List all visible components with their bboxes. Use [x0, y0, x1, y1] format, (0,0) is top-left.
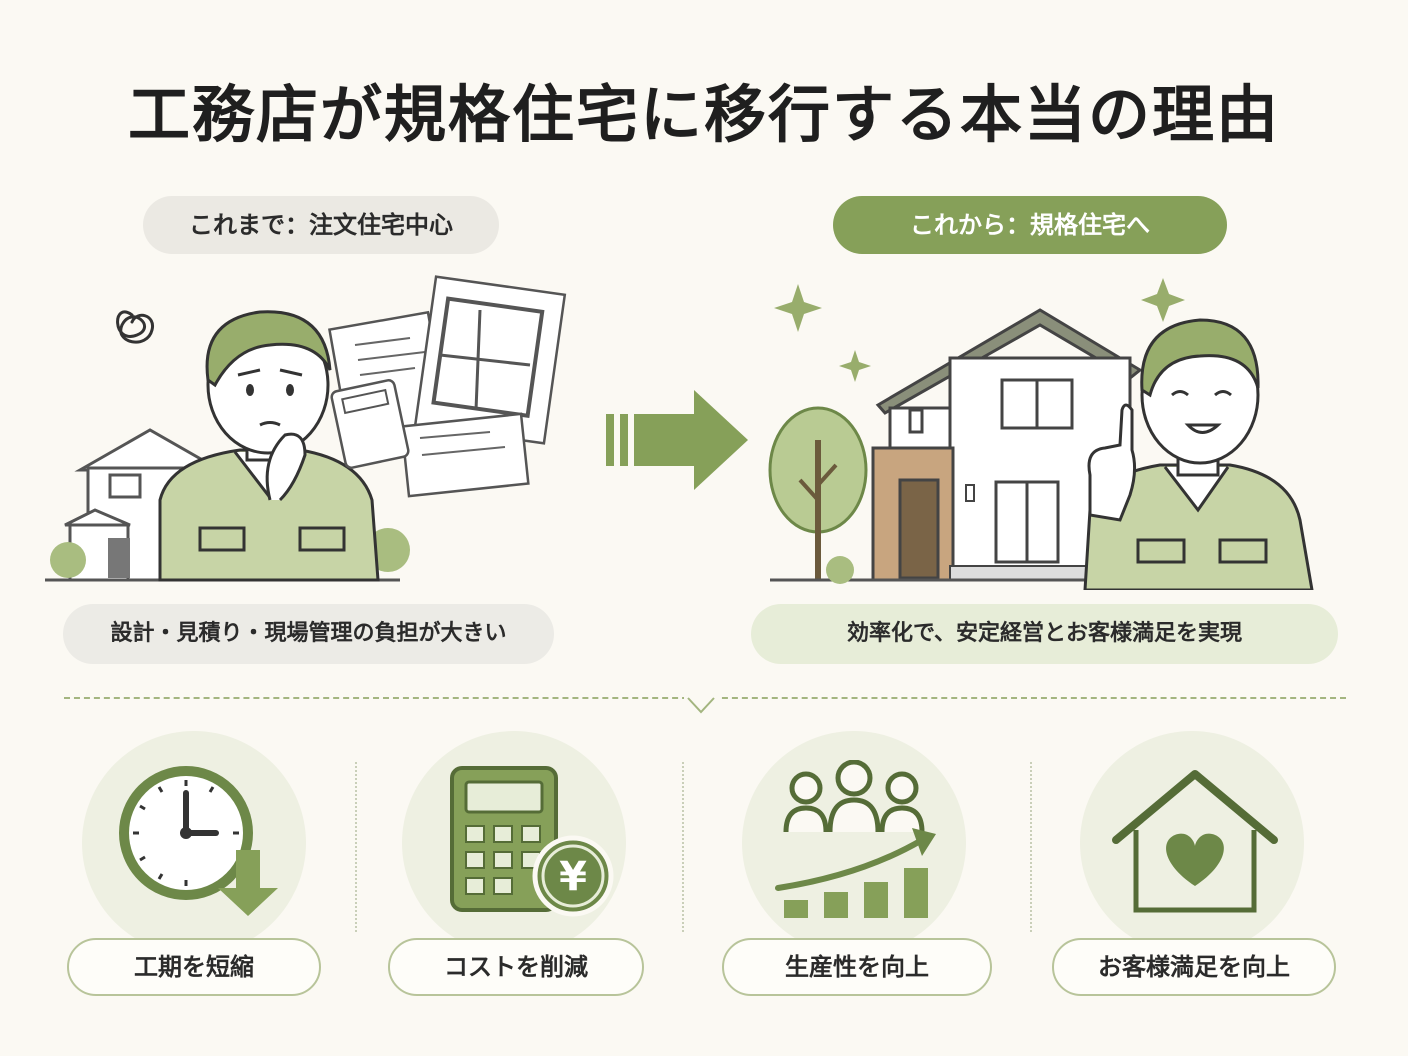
- worried-builder-illustration: [45, 275, 567, 582]
- confident-builder-illustration: [768, 278, 1314, 590]
- calculator-yen-icon: ¥: [450, 766, 614, 917]
- clock-down-icon: [119, 766, 278, 916]
- sparkle-icon: [1141, 278, 1185, 322]
- tree-icon: [768, 406, 868, 580]
- after-label: これから：規格住宅へ: [833, 196, 1227, 254]
- benefit-separator: [1030, 762, 1032, 932]
- transition-arrow-icon: [606, 390, 748, 490]
- house-heart-icon: [1112, 770, 1278, 913]
- benefit-label-productivity: 生産性を向上: [722, 938, 992, 996]
- confident-person: [1083, 318, 1314, 590]
- benefit-label-cost: コストを削減: [388, 938, 644, 996]
- before-caption: 設計・見積り・現場管理の負担が大きい: [63, 604, 554, 664]
- benefit-separator: [682, 762, 684, 932]
- worried-person: [158, 310, 380, 582]
- team-growth-icon: [775, 760, 936, 918]
- benefit-label-time: 工期を短縮: [67, 938, 321, 996]
- paperwork-icon: [328, 275, 567, 498]
- benefit-separator: [355, 762, 357, 932]
- svg-text:¥: ¥: [559, 854, 587, 900]
- page-title: 工務店が規格住宅に移行する本当の理由: [127, 78, 1280, 151]
- benefit-label-satisfaction: お客様満足を向上: [1052, 938, 1336, 996]
- sparkle-icon: [839, 350, 871, 382]
- before-label: これまで：注文住宅中心: [143, 196, 499, 254]
- divider-chevron-icon: [684, 696, 718, 714]
- after-caption: 効率化で、安定経営とお客様満足を実現: [751, 604, 1338, 664]
- sparkle-icon: [774, 284, 822, 332]
